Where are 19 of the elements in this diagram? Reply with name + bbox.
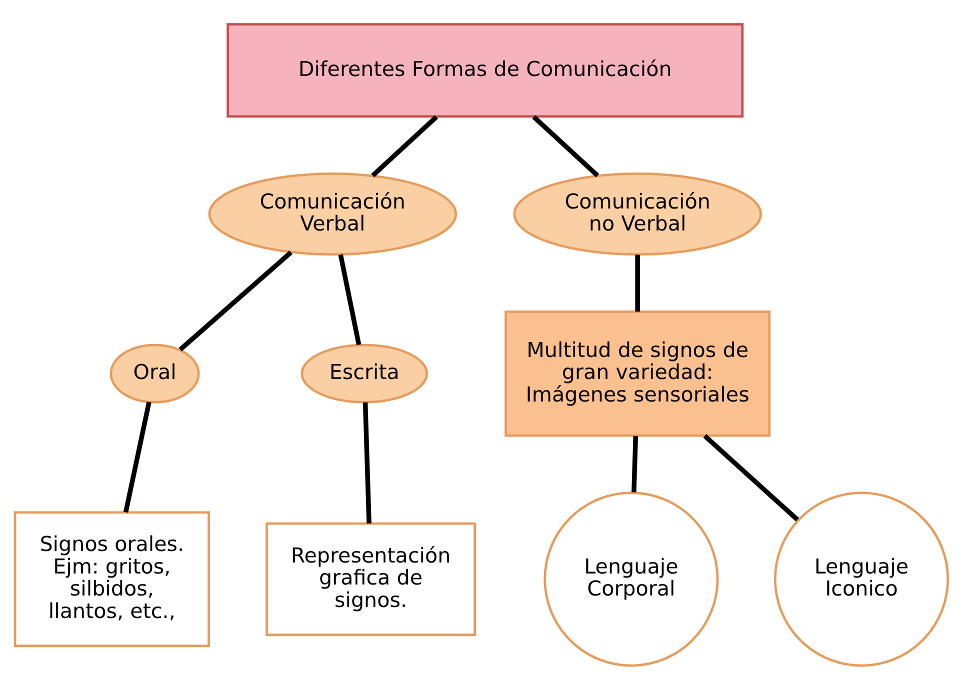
connector <box>362 402 372 524</box>
connector <box>632 436 638 492</box>
connector <box>371 115 438 178</box>
node-box: Representación grafica de signos. <box>266 522 476 636</box>
node-box: Diferentes Formas de Comunicación <box>226 23 744 118</box>
node-box: Multitud de signos de gran variedad: Imágenes sensoriales <box>504 310 771 437</box>
connector <box>178 250 293 352</box>
node-box: Signos orales. Ejm: gritos, silbidos, llantos, etc., <box>14 511 210 648</box>
connector <box>703 434 800 522</box>
node-ellipse: Comunicación no Verbal <box>513 172 762 256</box>
node-circle: Lenguaje Iconico <box>774 492 950 667</box>
connector <box>123 402 152 513</box>
node-ellipse: Oral <box>110 344 200 404</box>
connector <box>532 115 600 178</box>
node-ellipse: Escrita <box>300 344 428 404</box>
node-circle: Lenguaje Corporal <box>544 492 719 667</box>
connector <box>635 254 640 312</box>
node-ellipse: Comunicación Verbal <box>208 172 458 256</box>
connector <box>338 254 362 346</box>
